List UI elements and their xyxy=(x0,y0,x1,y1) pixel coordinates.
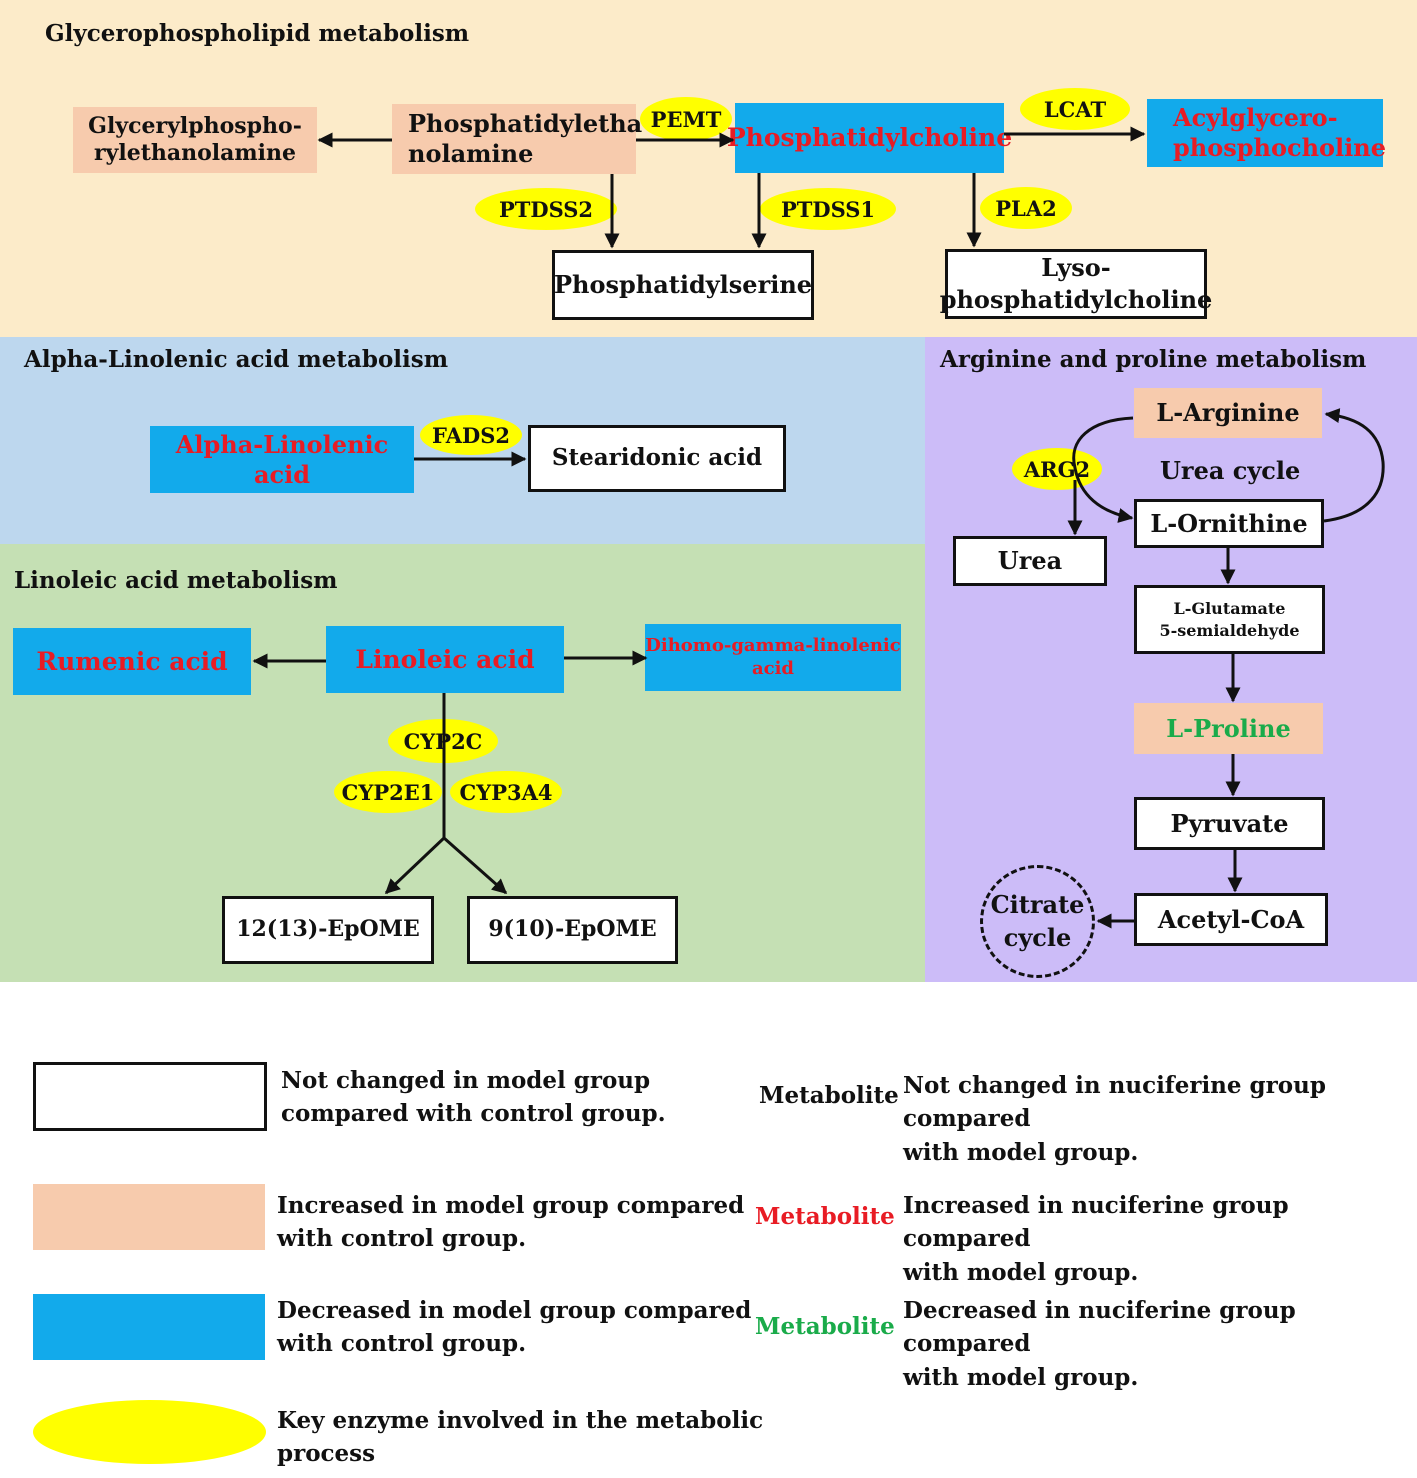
enzyme-arg2: ARG2 xyxy=(1012,448,1102,490)
legend-text-increased-nuciferine: Increased in nuciferine group compared w… xyxy=(903,1192,1289,1286)
node-acetyl-coa: Acetyl-CoA xyxy=(1134,893,1328,946)
node-citrate-cycle: Citrate cycle xyxy=(980,865,1095,978)
enzyme-pemt: PEMT xyxy=(640,97,732,141)
title-alpha-linolenic: Alpha-Linolenic acid metabolism xyxy=(24,346,449,373)
node-phosphatidylserine: Phosphatidylserine xyxy=(552,250,814,320)
enzyme-pla2: PLA2 xyxy=(980,187,1072,229)
node-9-10-epome: 9(10)-EpOME xyxy=(467,896,678,964)
node-phosphatidylethanolamine: Phosphatidyletha- nolamine xyxy=(392,104,652,174)
legend-text-key-enzyme: Key enzyme involved in the metabolic pro… xyxy=(277,1407,764,1468)
legend-text-not-changed-model: Not changed in model group compared with… xyxy=(281,1067,666,1128)
enzyme-ptdss1: PTDSS1 xyxy=(760,188,896,230)
enzyme-lcat: LCAT xyxy=(1020,88,1130,130)
enzyme-cyp2e1: CYP2E1 xyxy=(334,771,442,813)
node-acylglycerophosphocholine: Acylglycero- phosphocholine xyxy=(1147,99,1386,167)
legend-swatch-salmon-box xyxy=(33,1184,265,1250)
title-linoleic: Linoleic acid metabolism xyxy=(14,567,338,594)
node-l-proline: L-Proline xyxy=(1134,703,1323,754)
legend-swatch-enzyme-ellipse xyxy=(33,1400,266,1464)
node-l-ornithine: L-Ornithine xyxy=(1134,499,1324,548)
enzyme-cyp3a4: CYP3A4 xyxy=(450,771,562,813)
enzyme-ptdss2: PTDSS2 xyxy=(475,188,617,230)
legend-text-decreased-nuciferine: Decreased in nuciferine group compared w… xyxy=(903,1297,1296,1391)
node-l-glutamate-5-semialdehyde: L-Glutamate 5-semialdehyde xyxy=(1134,585,1325,654)
legend-metabolite-red: Metabolite xyxy=(755,1203,895,1230)
node-urea: Urea xyxy=(953,536,1107,586)
node-glycerylphosphorylethanolamine: Glycerylphospho- rylethanolamine xyxy=(73,107,317,173)
panel-linoleic xyxy=(0,544,925,982)
node-rumenic-acid: Rumenic acid xyxy=(13,628,251,695)
node-pyruvate: Pyruvate xyxy=(1134,797,1325,850)
enzyme-fads2: FADS2 xyxy=(420,415,522,455)
legend-text-increased-model: Increased in model group compared with c… xyxy=(277,1192,745,1253)
node-stearidonic-acid: Stearidonic acid xyxy=(528,425,786,492)
legend-text-not-changed-nuciferine: Not changed in nuciferine group compared… xyxy=(903,1072,1326,1166)
node-l-arginine: L-Arginine xyxy=(1134,388,1322,438)
node-phosphatidylcholine: Phosphatidylcholine xyxy=(727,103,1012,173)
title-arginine-proline: Arginine and proline metabolism xyxy=(940,346,1367,373)
node-linoleic-acid: Linoleic acid xyxy=(326,626,564,693)
legend-swatch-blue-box xyxy=(33,1294,265,1360)
node-dihomo-gamma-linolenic-acid: Dihomo-gamma-linolenic acid xyxy=(645,624,901,691)
legend-metabolite-green: Metabolite xyxy=(755,1313,895,1340)
label-urea-cycle: Urea cycle xyxy=(1160,456,1301,485)
legend-metabolite-black: Metabolite xyxy=(759,1082,899,1109)
node-alpha-linolenic-acid: Alpha-Linolenic acid xyxy=(150,426,414,493)
node-lysophosphatidylcholine: Lyso- phosphatidylcholine xyxy=(940,249,1212,319)
legend-text-decreased-model: Decreased in model group compared with c… xyxy=(277,1297,752,1358)
title-glycerophospholipid: Glycerophospholipid metabolism xyxy=(45,20,470,47)
legend-swatch-white-box xyxy=(33,1062,267,1131)
node-12-13-epome: 12(13)-EpOME xyxy=(222,896,434,964)
enzyme-cyp2c: CYP2C xyxy=(388,719,498,763)
